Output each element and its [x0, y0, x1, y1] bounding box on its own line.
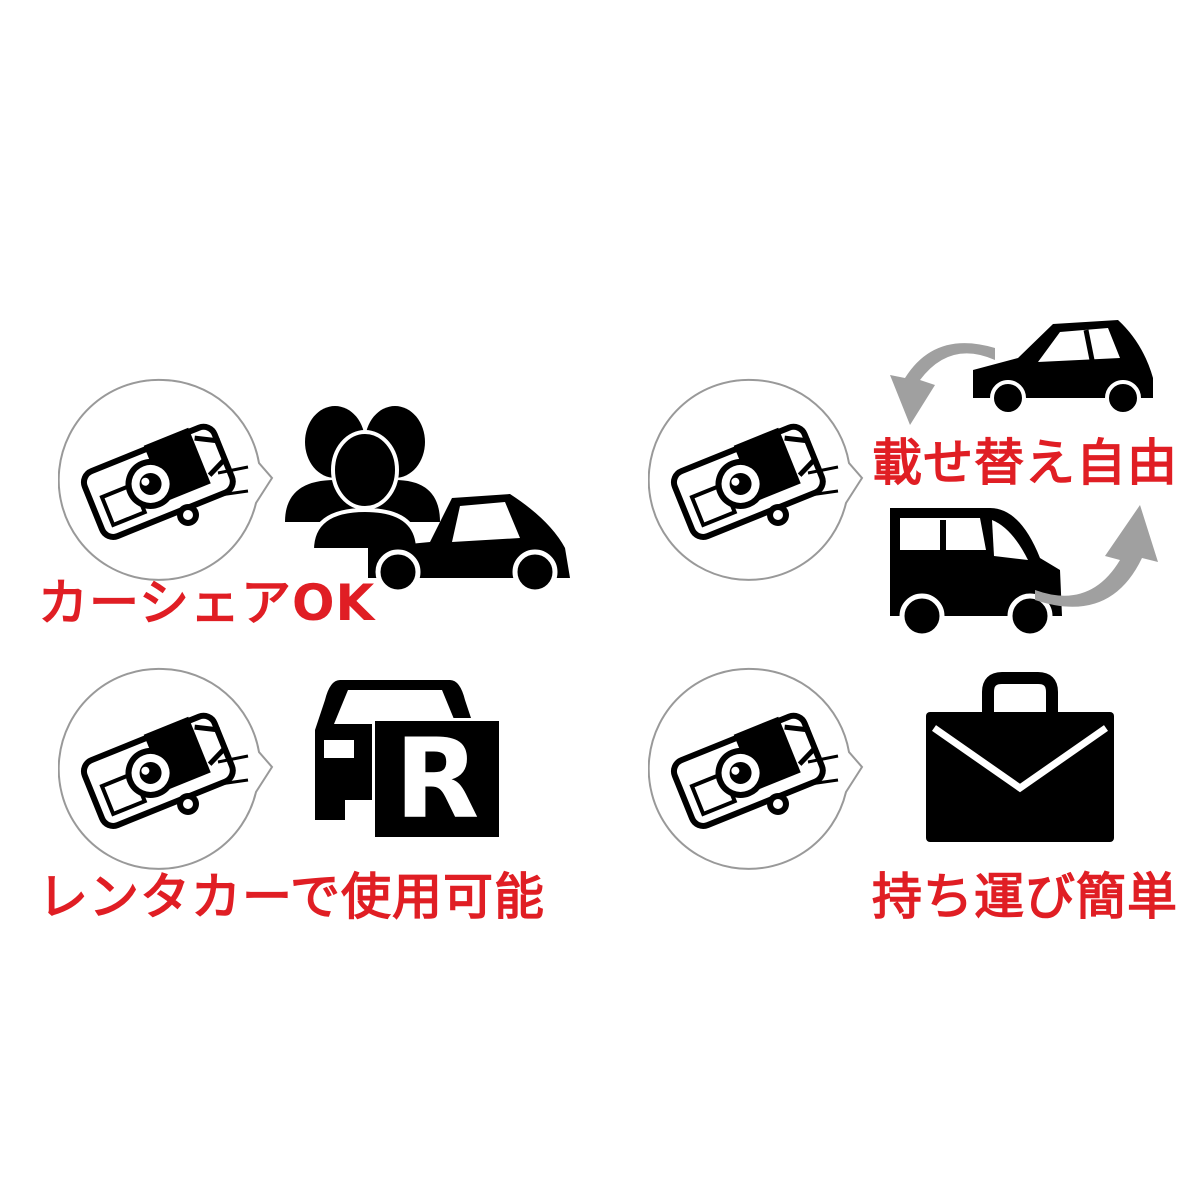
- car-icon: [368, 494, 570, 595]
- rental-label: レンタカーで使用可能: [38, 868, 545, 926]
- dashcam-bubble-icon: [648, 375, 868, 585]
- dashcam-bubble-icon: [58, 664, 278, 874]
- van-icon: [890, 508, 1062, 638]
- dashcam-bubble-icon: [58, 375, 278, 585]
- rental-badge-letter: R: [394, 715, 480, 843]
- cycle-arrow-bottom-icon: [1035, 505, 1158, 607]
- car-share-label: カーシェアOK: [38, 574, 376, 632]
- portable-label: 持ち運び簡単: [872, 868, 1178, 926]
- briefcase-icon: [926, 672, 1114, 842]
- cycle-arrow-top-icon: [890, 343, 995, 425]
- feature-swap: 載せ替え自由: [600, 0, 1200, 640]
- rental-r-icon: R: [372, 718, 502, 840]
- swap-label: 載せ替え自由: [872, 434, 1178, 492]
- people-icon: [285, 406, 440, 552]
- car-icon: [973, 320, 1153, 416]
- feature-portable: 持ち運び簡単: [600, 640, 1200, 926]
- dashcam-bubble-icon: [648, 664, 868, 874]
- feature-rental: R レンタカーで使用可能: [0, 640, 600, 926]
- feature-car-share: カーシェアOK: [0, 0, 600, 640]
